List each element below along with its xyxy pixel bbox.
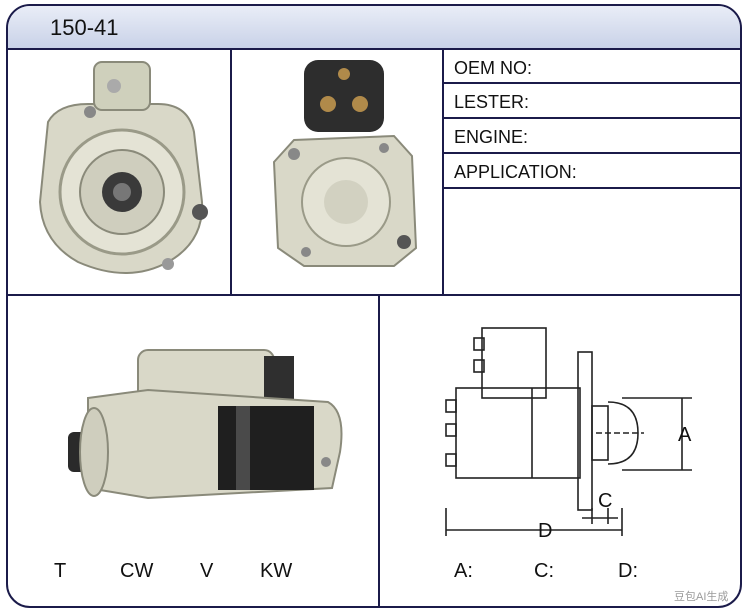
card-header: 150-41: [8, 6, 740, 50]
starter-front-view-image: [18, 52, 224, 290]
divider: [442, 48, 444, 294]
spec-cw-label: CW: [120, 560, 154, 582]
starter-rear-view-image: [234, 52, 440, 290]
spec-v-label: V: [200, 560, 214, 582]
product-card: 150-41 OEM NO: LESTER: ENGINE: APPLICATI…: [6, 4, 742, 608]
dimension-c-value-label: C:: [534, 560, 554, 582]
divider: [230, 48, 232, 294]
application-label: APPLICATION:: [454, 162, 577, 182]
oem-no-label: OEM NO:: [454, 58, 533, 78]
dimension-c-label: C: [598, 490, 613, 512]
dimension-a-label: A: [678, 424, 692, 446]
divider: [444, 152, 740, 154]
dimension-d-label: D: [538, 520, 553, 542]
spec-kw-label: KW: [260, 560, 293, 582]
application-row: APPLICATION:: [444, 154, 740, 188]
engine-label: ENGINE:: [454, 127, 529, 147]
watermark-text: 豆包AI生成: [674, 591, 729, 603]
dimension-a-value-label: A:: [454, 560, 473, 582]
dimension-d-value-label: D:: [618, 560, 638, 582]
spec-t-label: T: [54, 560, 67, 582]
dimension-drawing: A C D: [382, 298, 740, 548]
divider: [378, 296, 380, 606]
engine-row: ENGINE:: [444, 119, 740, 153]
divider: [8, 294, 740, 296]
starter-side-view-image: [28, 302, 368, 542]
divider: [444, 82, 740, 84]
divider: [444, 187, 740, 189]
part-number: 150-41: [50, 15, 119, 40]
lester-label: LESTER:: [454, 92, 530, 112]
oem-no-row: OEM NO:: [444, 50, 740, 84]
lester-row: LESTER:: [444, 84, 740, 118]
divider: [444, 117, 740, 119]
